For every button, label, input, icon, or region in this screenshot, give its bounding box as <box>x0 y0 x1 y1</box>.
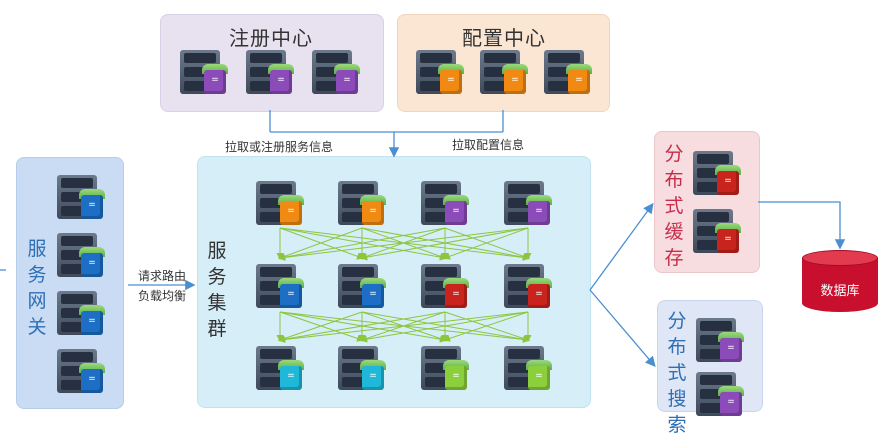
database-label: 数据库 <box>820 284 860 299</box>
server-icon <box>57 175 107 225</box>
server-icon <box>480 50 530 100</box>
edge-cache-to-database <box>758 201 846 250</box>
server-icon <box>256 346 306 396</box>
server-icon <box>504 346 554 396</box>
config-center-title: 配置中心 <box>462 26 546 50</box>
server-icon <box>312 50 362 100</box>
server-icon <box>504 181 554 231</box>
server-icon <box>696 372 746 422</box>
edge-cluster-to-search <box>589 289 656 367</box>
server-icon <box>693 209 743 259</box>
server-icon <box>421 346 471 396</box>
service-cluster-title: 服务集群 <box>207 240 227 340</box>
server-icon <box>338 181 388 231</box>
edge-label-register: 拉取或注册服务信息 <box>225 140 334 154</box>
service-gateway-title: 服务网关 <box>27 238 47 338</box>
server-icon <box>338 264 388 314</box>
server-icon <box>696 318 746 368</box>
server-icon <box>416 50 466 100</box>
distributed-cache-title: 分布式缓存 <box>664 143 684 269</box>
server-icon <box>57 291 107 341</box>
server-icon <box>246 50 296 100</box>
server-icon <box>256 181 306 231</box>
registry-center-title: 注册中心 <box>229 26 313 50</box>
server-icon <box>544 50 594 100</box>
edge-cluster-to-cache <box>589 202 654 291</box>
edge-label-config: 拉取配置信息 <box>452 138 525 152</box>
server-icon <box>421 181 471 231</box>
server-icon <box>180 50 230 100</box>
server-icon <box>504 264 554 314</box>
edge-label-route-1: 请求路由 <box>137 269 186 283</box>
server-icon <box>256 264 306 314</box>
diagram-edges <box>0 110 846 367</box>
edge-label-route-2: 负载均衡 <box>137 289 186 303</box>
server-icon <box>57 233 107 283</box>
database-icon: 数据库 <box>802 250 878 320</box>
server-icon <box>421 264 471 314</box>
server-icon <box>693 151 743 201</box>
server-icon <box>57 349 107 399</box>
edge-label-route: 请求路由 负载均衡 <box>132 266 192 306</box>
server-icon <box>338 346 388 396</box>
